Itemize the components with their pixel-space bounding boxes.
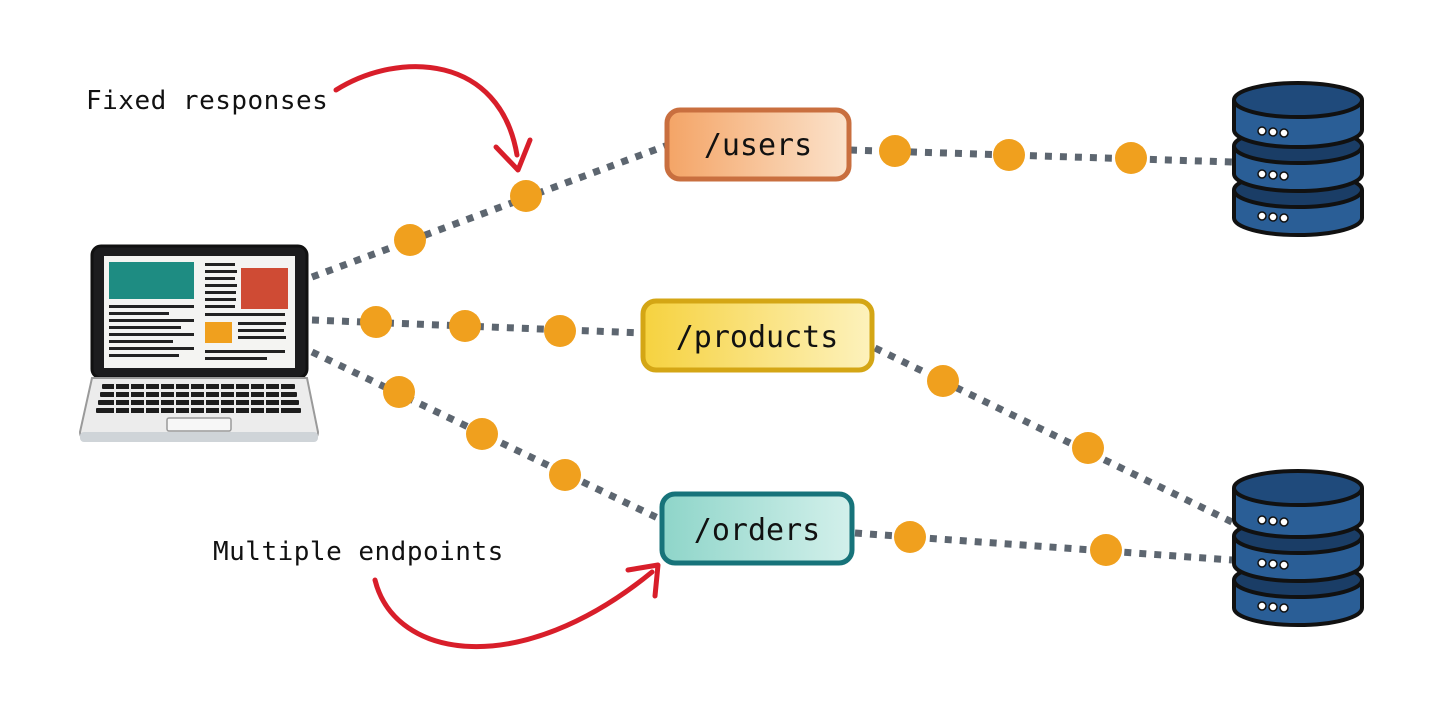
laptop-icon bbox=[78, 244, 320, 442]
arrow-multiple-endpoints bbox=[372, 569, 655, 649]
connector-client-orders bbox=[310, 348, 664, 524]
packet-dot bbox=[544, 315, 576, 347]
connector-users-db-top bbox=[849, 146, 1233, 166]
packet-dot bbox=[993, 139, 1025, 171]
arrowhead-icon bbox=[625, 562, 661, 599]
packet-dot bbox=[894, 521, 926, 553]
packet-dot bbox=[879, 135, 911, 167]
endpoint-users: /users bbox=[664, 107, 852, 182]
packet-dot bbox=[394, 224, 426, 256]
packet-dot bbox=[1072, 432, 1104, 464]
packet-dot bbox=[1090, 534, 1122, 566]
endpoint-users-label: /users bbox=[704, 128, 812, 163]
arrow-fixed-responses bbox=[333, 64, 520, 158]
packet-dot bbox=[1115, 142, 1147, 174]
packet-dot bbox=[466, 418, 498, 450]
connector-client-users bbox=[310, 141, 670, 281]
arrowhead-icon bbox=[493, 137, 533, 173]
endpoint-orders: /orders bbox=[659, 491, 855, 566]
database-icon bbox=[1232, 469, 1364, 627]
endpoint-products-label: /products bbox=[676, 320, 839, 355]
packet-dot bbox=[449, 310, 481, 342]
packet-dot bbox=[549, 459, 581, 491]
annotation-multiple-endpoints: Multiple endpoints bbox=[213, 537, 504, 567]
packets bbox=[360, 135, 1147, 566]
connector-products-db-bottom bbox=[873, 344, 1234, 526]
packet-dot bbox=[510, 180, 542, 212]
endpoint-orders-label: /orders bbox=[694, 513, 820, 548]
packet-dot bbox=[383, 376, 415, 408]
annotation-fixed-responses: Fixed responses bbox=[86, 86, 328, 116]
packet-dot bbox=[360, 306, 392, 338]
endpoint-products: /products bbox=[640, 298, 875, 373]
database-icon bbox=[1232, 81, 1364, 237]
packet-dot bbox=[927, 365, 959, 397]
